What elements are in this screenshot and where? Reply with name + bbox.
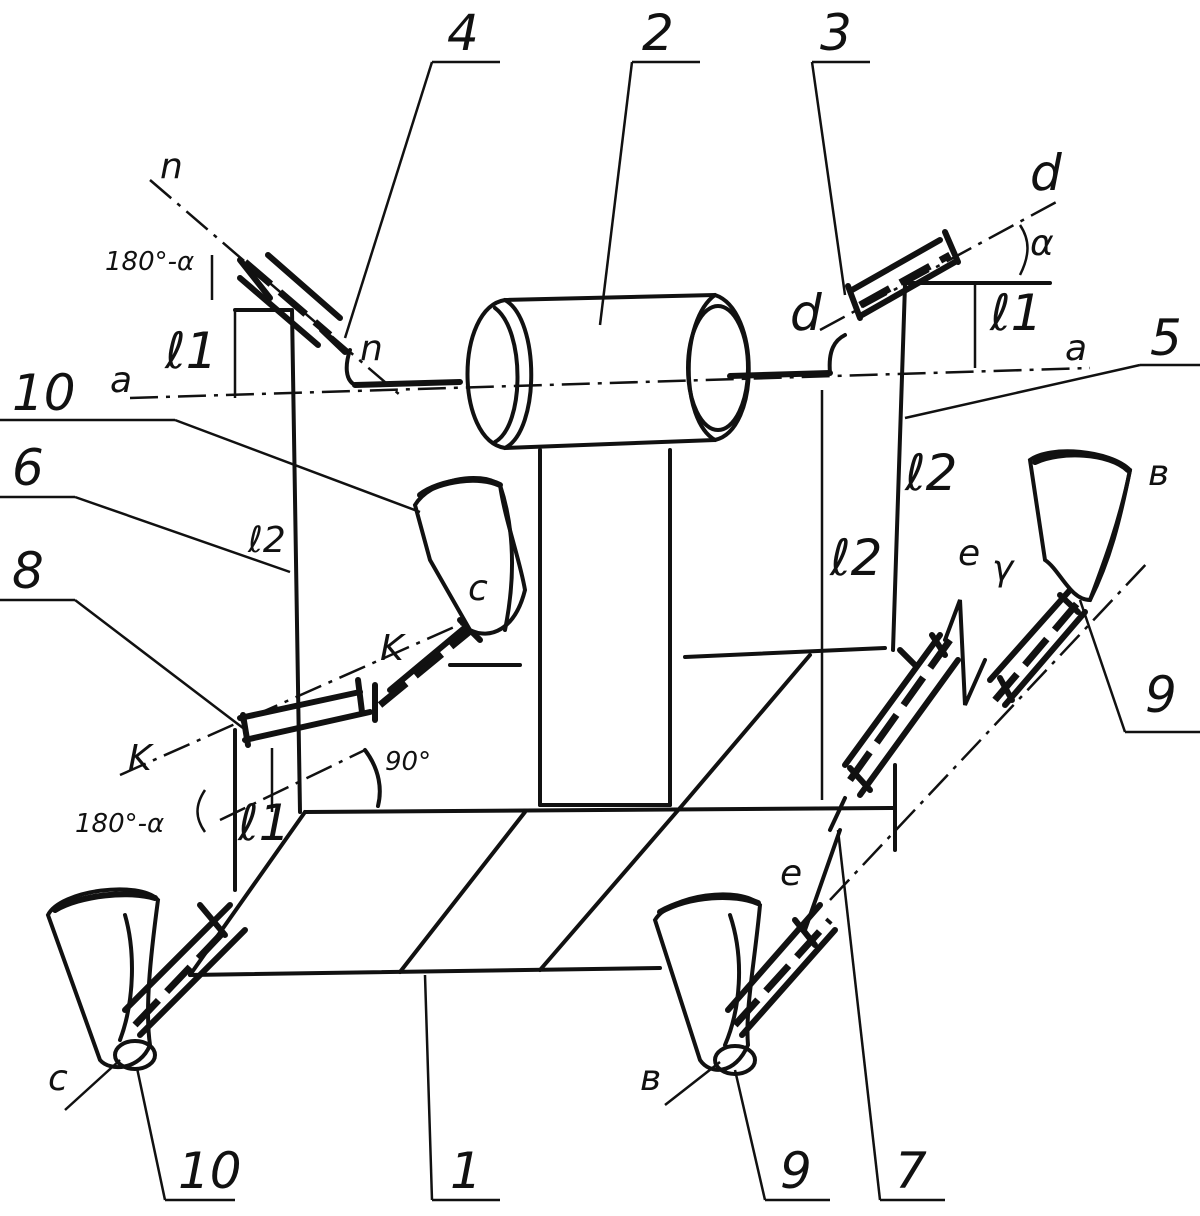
axis-c-label-2: c [48, 1058, 68, 1099]
left-lower-arm [119, 587, 523, 892]
axis-n-label-top: n [160, 146, 183, 187]
grinding-wheel-cylinder [465, 292, 751, 451]
l1-label-right: ℓ1 [989, 284, 1042, 342]
callout-8: 8 [12, 542, 44, 600]
dimension-lines [196, 224, 1029, 833]
axis-k-label-1: K [380, 628, 406, 669]
bottom-right-shoe [652, 892, 838, 1076]
angle-label-90: 90° [385, 747, 431, 777]
bottom-left-shoe [45, 887, 248, 1071]
callout-4: 4 [447, 4, 479, 62]
callout-1: 1 [450, 1142, 482, 1200]
callout-10-top: 10 [12, 364, 76, 422]
right-upper-shoe [1027, 449, 1133, 603]
right-lower-arm [803, 559, 1151, 932]
l1-label-lower: ℓ1 [237, 794, 290, 852]
axis-d-label-mid: d [790, 284, 822, 342]
right-post [819, 198, 1061, 812]
callout-6: 6 [12, 439, 44, 497]
column [538, 448, 672, 807]
axis-a [129, 333, 1091, 400]
callout-10-bottom: 10 [178, 1142, 242, 1200]
axis-k-label-2: K [128, 738, 154, 779]
angle-label-right: α [1030, 223, 1054, 264]
axis-b-label-2: в [640, 1058, 661, 1099]
l2-label-center: ℓ2 [829, 529, 882, 587]
axis-a-label-right: a [1065, 328, 1087, 369]
callout-7: 7 [895, 1142, 927, 1200]
axis-e-label-2: e [780, 853, 802, 894]
leader-lines [0, 60, 1200, 1202]
angle-label-gamma: γ [992, 548, 1015, 589]
angle-label-bottom-left: 180°-α [75, 809, 164, 839]
axis-n-label-bottom: n [360, 328, 383, 369]
upper-left-shoe [412, 476, 528, 636]
axis-d-label-top: d [1030, 144, 1062, 202]
callout-9-top: 9 [1145, 666, 1177, 724]
axis-a-label-left: a [110, 360, 132, 401]
callout-3: 3 [820, 4, 852, 62]
l1-label-left: ℓ1 [164, 322, 217, 380]
l2-label-right: ℓ2 [904, 444, 957, 502]
callout-2: 2 [642, 4, 674, 62]
base-plate [188, 646, 897, 977]
callout-9-bottom: 9 [780, 1142, 812, 1200]
axis-b-label-1: в [1148, 453, 1169, 494]
callout-5: 5 [1150, 309, 1182, 367]
l2-label-left: ℓ2 [247, 520, 286, 561]
axis-e-label-1: e [958, 533, 980, 574]
axis-c-label-1: c [468, 568, 488, 609]
angle-label-top-left: 180°-α [105, 247, 194, 277]
